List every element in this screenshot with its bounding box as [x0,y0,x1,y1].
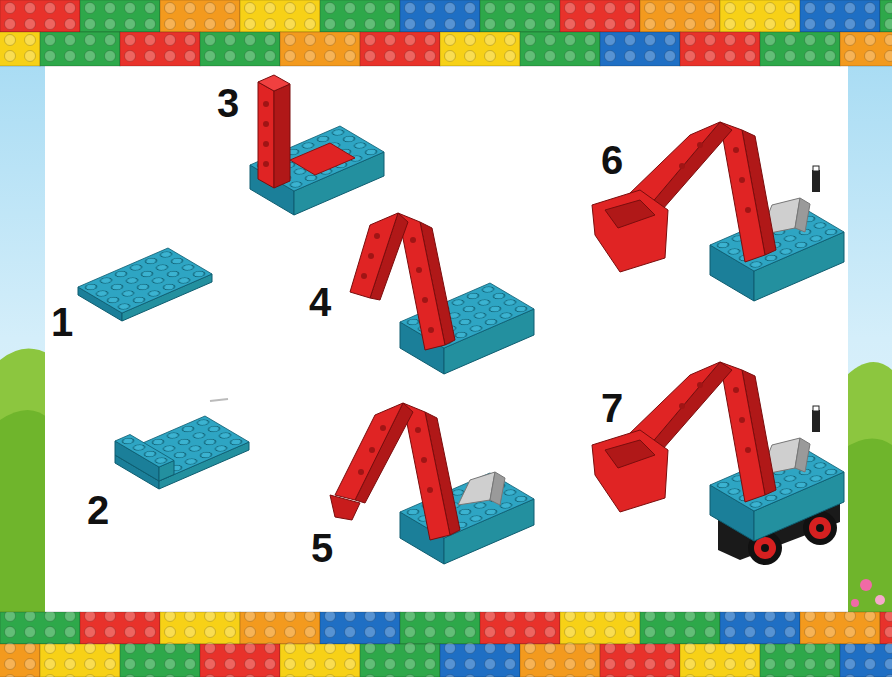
callout-number: 1 [51,302,73,342]
callout-number: 7 [601,388,623,428]
step-2-base [115,399,249,489]
callout-number: 3 [217,83,239,123]
step-6-arm [592,122,776,272]
step-7-base [710,406,844,541]
step-6-base [710,166,844,301]
brick-border-top [0,0,892,66]
callout-number: 4 [309,282,331,322]
brick-border-bottom [0,612,892,677]
step-3-column [258,75,290,188]
step-1-plate [78,248,212,321]
callout-number: 2 [87,490,109,530]
callout-number: 6 [601,140,623,180]
white-panel [45,66,848,612]
callout-number: 5 [311,528,333,568]
step-4-arm [350,213,455,350]
step-7-arm [592,362,776,512]
step-5-arm [330,403,460,540]
